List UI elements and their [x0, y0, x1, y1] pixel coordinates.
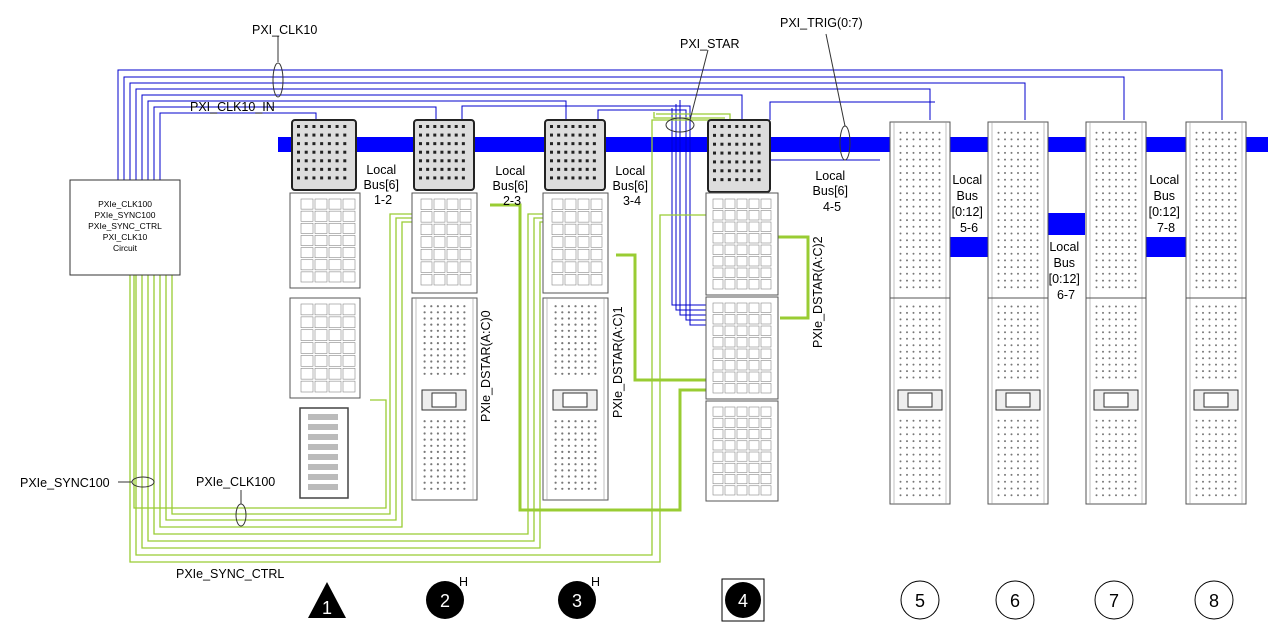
slot-5-connectors [889, 121, 951, 505]
svg-text:1: 1 [322, 598, 332, 618]
pxie-sync100-bundle-marker [131, 476, 155, 488]
svg-text:8: 8 [1209, 591, 1219, 611]
blue-wires [117, 69, 1223, 326]
slot-4-marker: 4 [721, 578, 765, 622]
slot-1-marker: 1 [308, 582, 346, 618]
local-bus-2-3-label: Local Bus[6] 2-3 [493, 164, 532, 208]
slot-3-connectors [542, 119, 609, 501]
pxie-sync100-label: PXIe_SYNC100 [20, 476, 110, 490]
svg-text:3: 3 [572, 591, 582, 611]
slot-8-connectors [1185, 121, 1247, 505]
local-bus-5-6-bar [950, 237, 988, 257]
dstar-1-label: PXIe_DSTAR(A:C)1 [611, 306, 625, 418]
local-bus-1-2-label: Local Bus[6] 1-2 [364, 163, 403, 207]
pxi-star-label: PXI_STAR [680, 37, 740, 51]
dstar-2-label: PXIe_DSTAR(A:C)2 [811, 236, 825, 348]
pxi-clk10-bundle-marker [272, 62, 284, 98]
clock-circuit-box: PXIe_CLK100 PXIe_SYNC100 PXIe_SYNC_CTRL … [69, 179, 181, 276]
svg-text:4: 4 [738, 591, 748, 611]
pxi-star-bundle-marker [665, 117, 695, 133]
local-bus-3-4-label: Local Bus[6] 3-4 [613, 164, 652, 208]
slot-5-marker: 5 [900, 580, 940, 620]
svg-text:7: 7 [1109, 591, 1119, 611]
slot-7-connectors [1085, 121, 1147, 505]
svg-text:5: 5 [915, 591, 925, 611]
circuit-line-4: PXI_CLK10 [103, 232, 148, 242]
pxi-clk10-label: PXI_CLK10 [252, 23, 317, 37]
slot-connectors [289, 119, 1247, 505]
slot-2-connectors [411, 119, 478, 501]
slot-4-connectors [705, 119, 779, 502]
slot-8-marker: 8 [1194, 580, 1234, 620]
leader-lines [118, 33, 846, 504]
local-bus-labels: Local Bus[6] 1-2 Local Bus[6] 2-3 Local … [364, 163, 1184, 302]
pxie-sync-ctrl-label: PXIe_SYNC_CTRL [176, 567, 284, 581]
slot-2-marker: 2 H [426, 575, 468, 619]
local-bus-4-5-label: Local Bus[6] 4-5 [813, 169, 852, 214]
svg-text:H: H [591, 575, 600, 589]
circuit-line-3: PXIe_SYNC_CTRL [88, 221, 162, 231]
svg-text:2: 2 [440, 591, 450, 611]
circuit-line-2: PXIe_SYNC100 [95, 210, 156, 220]
local-bus-6-7-label: Local Bus [0:12] 6-7 [1049, 240, 1084, 302]
dstar-labels: PXIe_DSTAR(A:C)0 PXIe_DSTAR(A:C)1 PXIe_D… [479, 236, 825, 422]
signal-labels: PXI_CLK10 PXI_CLK10_IN PXI_STAR PXI_TRIG… [20, 16, 863, 581]
pxie-clk100-label: PXIe_CLK100 [196, 475, 275, 489]
svg-text:H: H [459, 575, 468, 589]
slot-7-marker: 7 [1094, 580, 1134, 620]
local-bus-6-7-bar [1048, 213, 1085, 235]
slot-markers: 1 2 H 3 H 4 5 6 7 8 [308, 575, 1234, 622]
slot-1-connectors [289, 119, 361, 499]
slot-3-marker: 3 H [558, 575, 600, 619]
local-bus-7-8-bar [1146, 237, 1186, 257]
green-wires [129, 112, 810, 563]
pxi-trig-label: PXI_TRIG(0:7) [780, 16, 863, 30]
local-bus-7-8-label: Local Bus [0:12] 7-8 [1149, 173, 1184, 235]
circuit-line-1: PXIe_CLK100 [98, 199, 152, 209]
pxi-clk10-in-label: PXI_CLK10_IN [190, 100, 275, 114]
dstar-0-label: PXIe_DSTAR(A:C)0 [479, 310, 493, 422]
local-bus-5-6-label: Local Bus [0:12] 5-6 [952, 173, 987, 235]
circuit-line-5: Circuit [113, 243, 138, 253]
svg-text:6: 6 [1010, 591, 1020, 611]
slot-6-marker: 6 [995, 580, 1035, 620]
pxie-clk100-bundle-marker [235, 503, 247, 527]
slot-6-connectors [987, 121, 1049, 505]
